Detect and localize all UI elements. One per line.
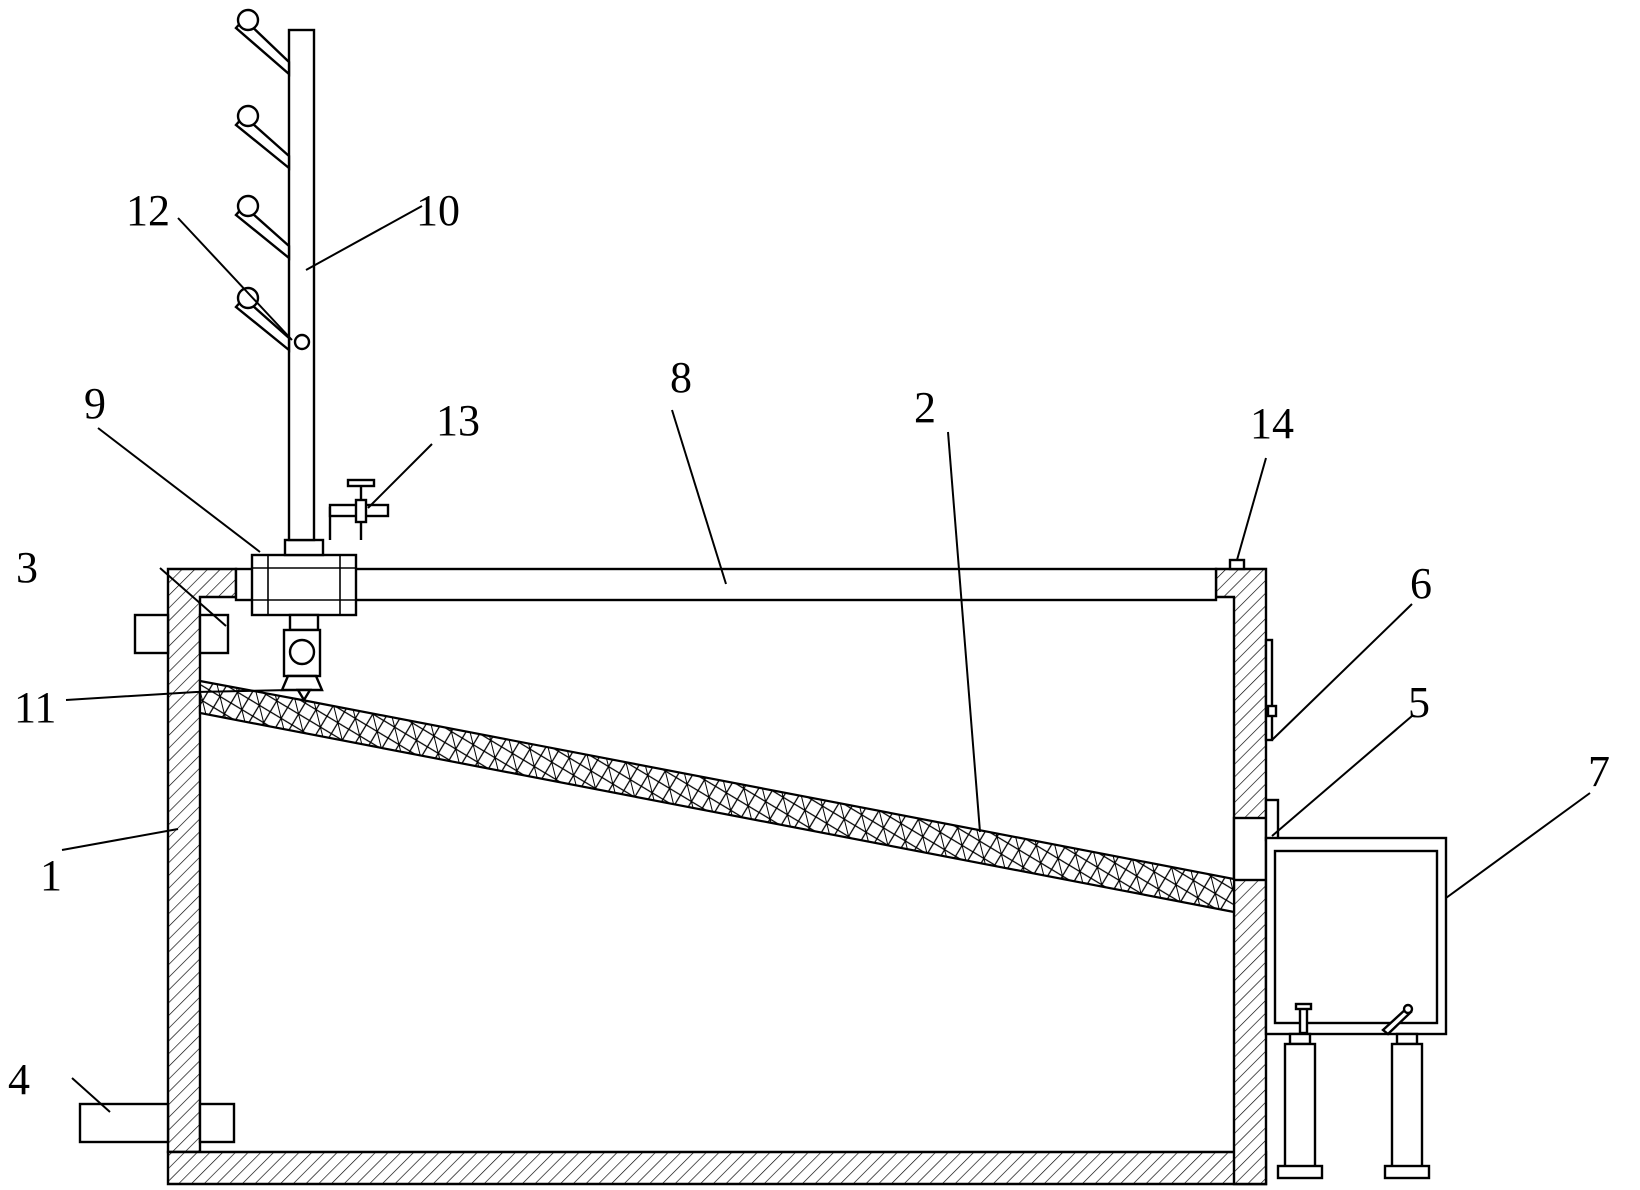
label-5: 5: [1408, 678, 1430, 727]
nozzle-assembly: [280, 613, 324, 703]
hook-peg-2: [234, 104, 291, 171]
side-rod: [1264, 638, 1278, 742]
outlet-opening: [1232, 816, 1268, 882]
collection-box: [1264, 836, 1448, 1180]
callout-labels: 3 4 1 11 9 10 12 13 8 2 14 6 5 7: [8, 186, 1610, 1104]
tank-bottom-wall: [166, 1150, 1268, 1186]
top-cap: [1228, 558, 1246, 571]
label-2: 2: [914, 383, 936, 432]
label-10: 10: [416, 186, 460, 235]
inclined-screen: [198, 679, 1236, 914]
top-rail: [234, 567, 1218, 602]
outlet-flap: [1264, 798, 1280, 842]
part-3-box: [133, 613, 230, 655]
label-6: 6: [1410, 559, 1432, 608]
label-11: 11: [14, 683, 56, 732]
drain-pipe: [78, 1102, 236, 1144]
label-1: 1: [40, 851, 62, 900]
label-9: 9: [84, 379, 106, 428]
clamp-screw: [328, 478, 390, 540]
carriage-block: [250, 538, 358, 617]
label-7: 7: [1588, 747, 1610, 796]
vertical-pole: [287, 28, 316, 542]
label-3: 3: [16, 543, 38, 592]
tank-body: [166, 567, 1268, 1186]
hook-peg-3: [234, 194, 291, 261]
tank-left-wall: [166, 567, 238, 1154]
label-4: 4: [8, 1055, 30, 1104]
leader-lines: [61, 205, 1591, 1113]
hook-peg-4: [234, 286, 291, 353]
label-13: 13: [436, 396, 480, 445]
label-14: 14: [1250, 399, 1294, 448]
hook-peg-1: [234, 8, 291, 77]
hook-pegs: [234, 8, 291, 353]
label-12: 12: [126, 186, 170, 235]
label-8: 8: [670, 353, 692, 402]
